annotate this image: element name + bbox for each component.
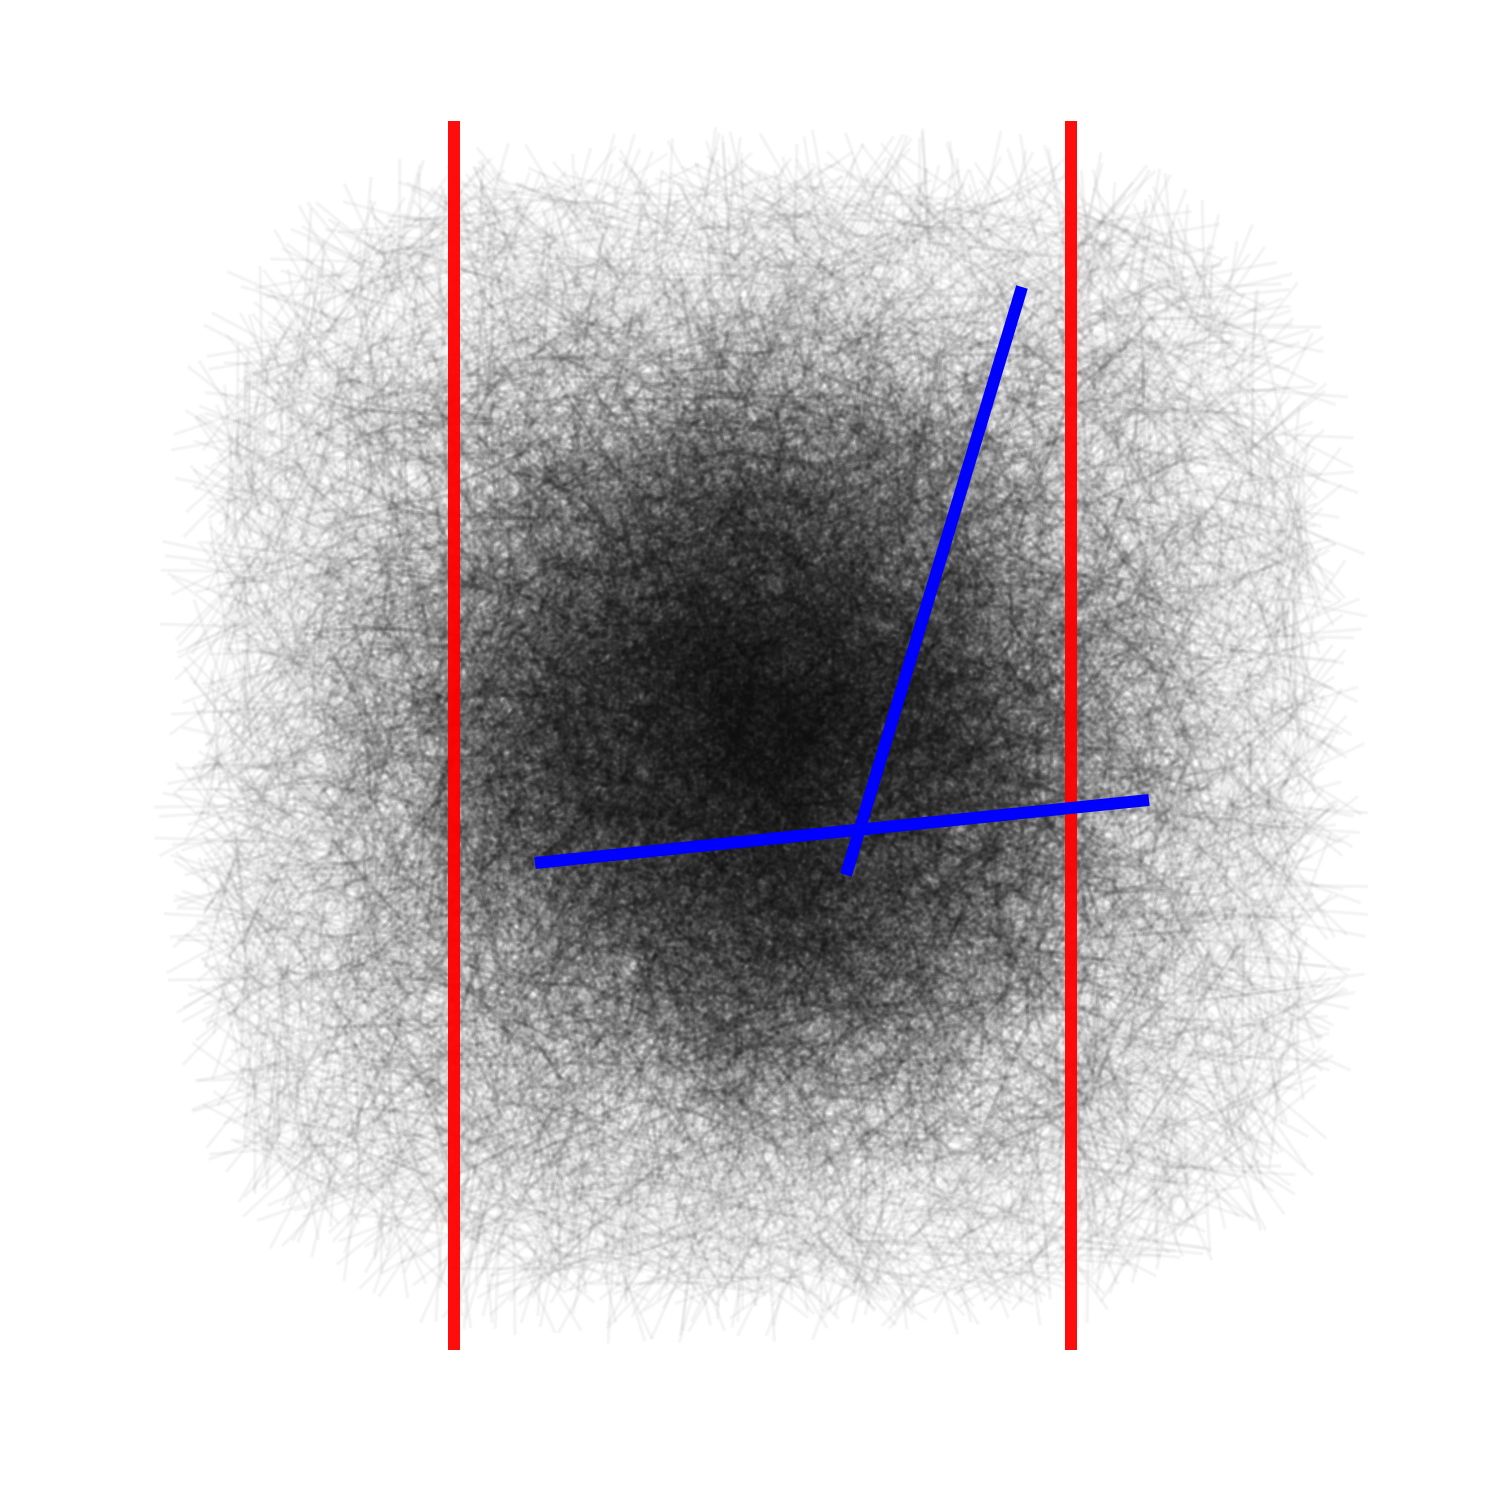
highlighted-needle-flat [534, 794, 1150, 869]
highlighted-needle-steep [840, 285, 1028, 877]
